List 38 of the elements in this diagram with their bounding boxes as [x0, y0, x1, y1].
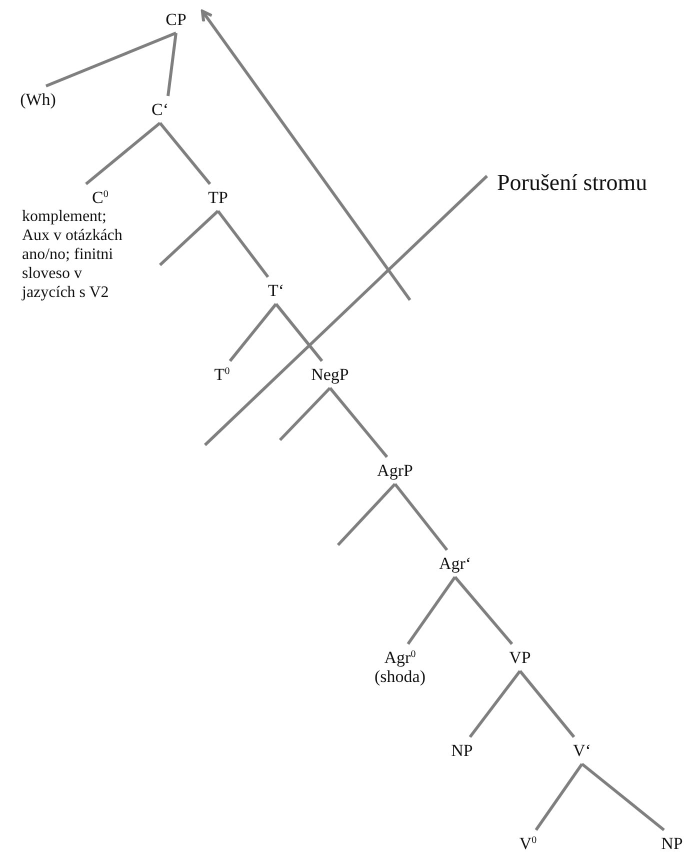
note-text: komplement; Aux v otázkách ano/no; finitni sloveso v jazycích s V2: [22, 207, 124, 302]
tree-node-label: Agr‘: [438, 554, 472, 573]
tree-branch: [278, 386, 332, 442]
tree-node-label: (Wh): [20, 90, 56, 109]
node-label: C$^{0}$: [91, 188, 110, 207]
tree-branch: [45, 32, 177, 88]
tree-branch: [454, 576, 514, 645]
tree-branch: [85, 122, 161, 186]
tree-node-label: NP: [661, 834, 683, 853]
tree-node-label: V$^{0}$: [519, 834, 537, 853]
tree-branch: [158, 210, 220, 266]
tree-branch: [518, 670, 576, 738]
tree-branch: [216, 210, 270, 278]
tree-node-label: T$^{0}$: [214, 365, 230, 384]
tree-branch: [328, 387, 388, 458]
tree-node-label: AgrP: [377, 461, 413, 480]
tree-branch: [274, 303, 324, 362]
tree-branch: [534, 763, 584, 831]
tree-node-label: TP: [208, 188, 228, 207]
tree-node-label: NegP: [311, 365, 349, 384]
tree-node-label: V‘: [573, 741, 591, 760]
tree-branch: [406, 576, 456, 645]
annotation-label: Porušení stromu: [497, 170, 648, 196]
tree-branch: [581, 762, 665, 832]
tree-branch: [394, 483, 448, 551]
tree-node-label: CP: [166, 10, 186, 29]
tree-branch: [336, 482, 396, 546]
tree-node-label: VP: [509, 648, 531, 667]
tree-node-label: T‘: [268, 281, 284, 300]
tree-branch: [228, 303, 278, 362]
tree-node-label: C‘: [152, 100, 168, 119]
tree-node-label: NP: [451, 741, 473, 760]
note-text: (shoda): [374, 667, 426, 686]
tree-branch: [158, 122, 212, 185]
boundary-line: [204, 174, 488, 446]
tree-branch: [166, 32, 178, 96]
tree-branch: [468, 670, 522, 738]
node-label: Agr$^{0}$: [383, 648, 417, 667]
